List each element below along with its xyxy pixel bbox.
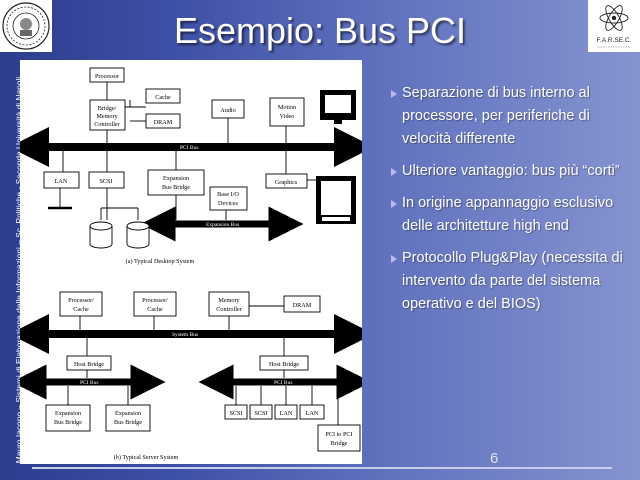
server-lan-2-label: LAN (306, 410, 319, 417)
pci-bus-diagram: PCI Bus Expansion Bus System Bus PCI Bus… (9, 60, 374, 464)
server-scsi-2-box (249, 404, 273, 420)
memory-controller-label-2: Controller (216, 306, 241, 313)
atom-icon: F.A.R.SE.C. (597, 5, 632, 48)
desktop-scsi-label: SCSI (99, 178, 112, 185)
expansion-bus-bridge-box (147, 169, 205, 196)
footer-divider (32, 467, 612, 469)
server-dram-label: DRAM (293, 302, 312, 309)
server-exp-bridge-2-label-1: Expansion (115, 410, 141, 417)
server-pci-bus-1-label: PCI Bus (80, 380, 99, 386)
desktop-scsi-box (88, 171, 125, 189)
server-processor-cache-2-box (133, 291, 177, 317)
server-system-bus-label: System Bus (172, 332, 198, 338)
server-proc-cache-2-label-1: Processor/ (142, 297, 168, 304)
cache-label: Cache (155, 94, 171, 101)
base-io-devices-box (209, 186, 248, 211)
base-io-label-2: Devices (218, 200, 239, 207)
university-seal-logo (0, 0, 52, 52)
slide-title: Esempio: Bus PCI (173, 10, 467, 51)
desktop-dram-box (145, 113, 181, 129)
bridge-label-2: Memory (96, 113, 118, 120)
processor-label: Processor (95, 73, 119, 80)
server-scsi-1-box (224, 404, 248, 420)
host-bridge-1-box (66, 355, 112, 371)
expansion-bridge-label-1: Expansion (163, 175, 189, 182)
graphics-label: Graphics (275, 179, 298, 186)
cache-box (145, 88, 181, 104)
server-caption: (b) Typical Server System (114, 454, 179, 461)
pci-to-pci-label-1: PCI to PCI (325, 431, 352, 438)
bus-diagram-svg: PCI Bus Expansion Bus System Bus PCI Bus… (9, 67, 374, 461)
host-bridge-2-label: Host Bridge (269, 361, 299, 368)
server-proc-cache-2-label-2: Cache (147, 306, 163, 313)
server-processor-cache-1-box (59, 291, 103, 317)
host-bridge-2-box (259, 355, 309, 371)
desktop-lan-box (43, 171, 80, 189)
bullet-item: Separazione di bus interno al processore… (391, 82, 630, 151)
desktop-dram-label: DRAM (154, 119, 173, 126)
bullet-item: In origine appannaggio esclusivo delle a… (391, 192, 630, 238)
audio-box (211, 99, 245, 119)
pci-to-pci-bridge-box (317, 424, 361, 452)
bullet-item: Ulteriore vantaggio: bus più “corti” (391, 160, 630, 183)
server-lan-2-box (299, 404, 325, 420)
desktop-lan-label: LAN (55, 178, 68, 185)
desktop-monitor-icon (320, 90, 356, 124)
desktop-caption: (a) Typical Desktop System (126, 258, 195, 265)
server-pci-bus-2-label: PCI Bus (274, 380, 293, 386)
server-expansion-bridge-1-box (45, 404, 91, 432)
bridge-label-3: Controller (94, 121, 119, 128)
memory-controller-label-1: Memory (218, 297, 240, 304)
farsec-logo: F.A.R.SE.C. (588, 0, 640, 52)
server-expansion-bridge-2-box (105, 404, 151, 432)
desktop-display-icon (316, 176, 356, 224)
disk-drives-icon (89, 221, 150, 249)
bridge-label-1: Bridge/ (98, 105, 117, 112)
server-exp-bridge-2-label-2: Bus Bridge (114, 419, 142, 426)
logo-right-text: F.A.R.SE.C. (597, 37, 632, 44)
audio-label: Audio (220, 107, 235, 114)
motion-video-label-2: Video (280, 113, 295, 120)
processor-box (89, 67, 125, 83)
server-exp-bridge-1-label-2: Bus Bridge (54, 419, 82, 426)
desktop-pci-bus-label: PCI Bus (180, 145, 199, 151)
server-lan-1-box (274, 404, 298, 420)
server-proc-cache-1-label-2: Cache (73, 306, 89, 313)
motion-video-box (269, 97, 305, 127)
server-scsi-1-label: SCSI (229, 410, 242, 417)
pci-to-pci-label-2: Bridge (331, 440, 348, 447)
host-bridge-1-label: Host Bridge (74, 361, 104, 368)
bullet-item: Protocollo Plug&Play (necessita di inter… (391, 247, 630, 316)
desktop-expansion-bus-label: Expansion Bus (206, 222, 239, 228)
page-number: 6 (490, 450, 499, 467)
expansion-bridge-label-2: Bus Bridge (162, 184, 190, 191)
server-proc-cache-1-label-1: Processor/ (68, 297, 94, 304)
motion-video-label-1: Motion (278, 104, 296, 111)
base-io-label-1: Base I/O (217, 191, 239, 198)
bridge-memory-controller-box (89, 99, 126, 131)
server-exp-bridge-1-label-1: Expansion (55, 410, 81, 417)
server-dram-box (283, 295, 321, 313)
server-scsi-2-label: SCSI (254, 410, 267, 417)
server-lan-1-label: LAN (280, 410, 293, 417)
memory-controller-box (208, 291, 250, 317)
graphics-box (265, 173, 308, 189)
bullet-list: Separazione di bus interno al processore… (391, 82, 630, 325)
seal-icon (2, 2, 50, 50)
